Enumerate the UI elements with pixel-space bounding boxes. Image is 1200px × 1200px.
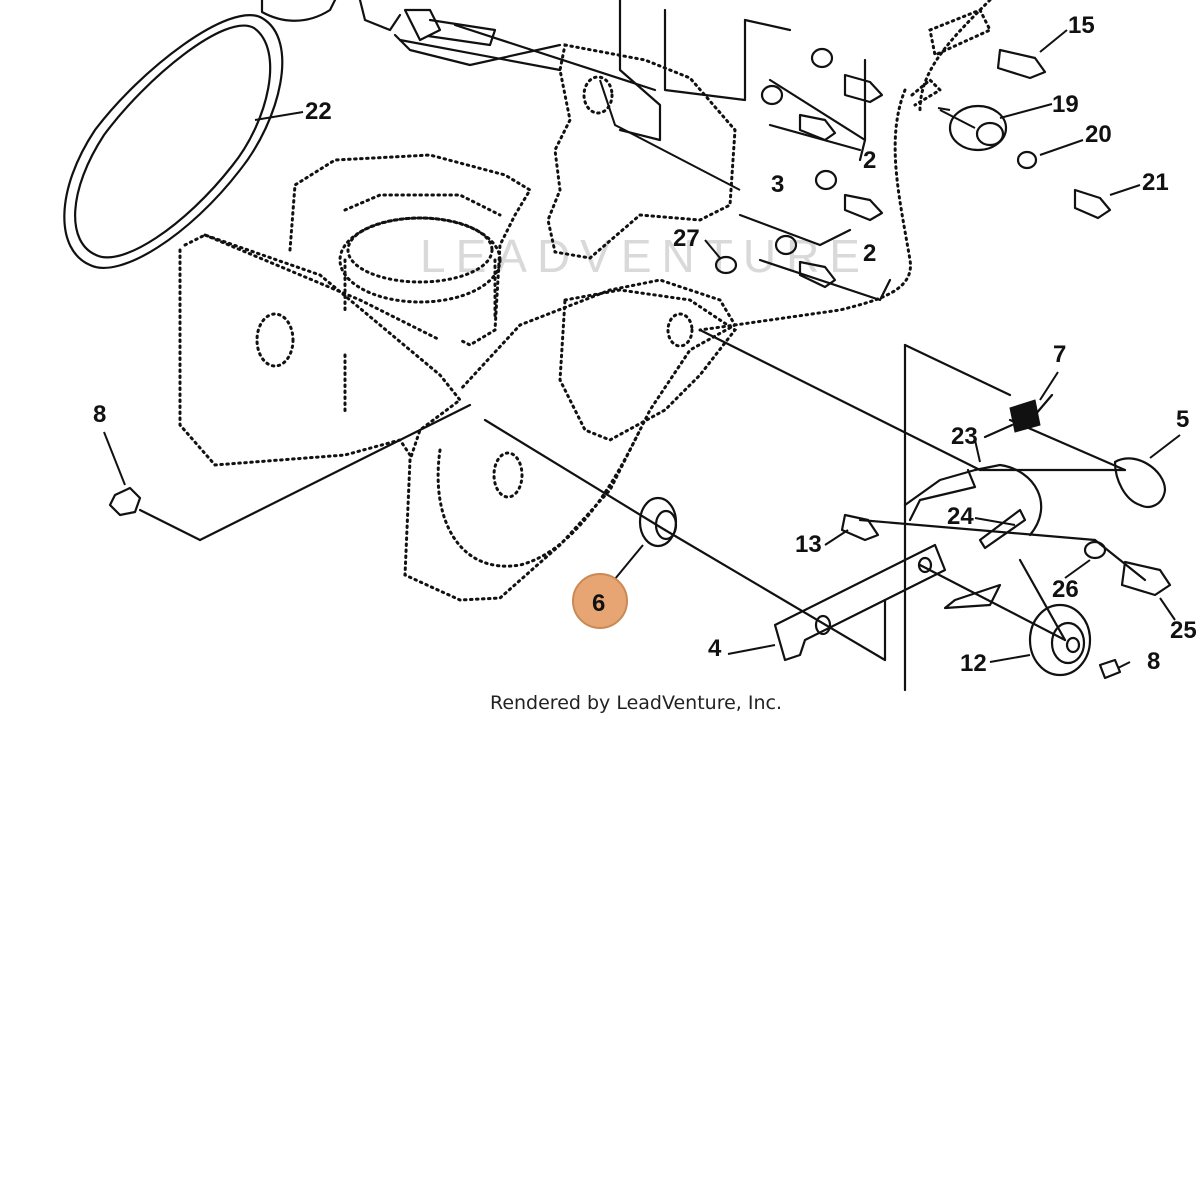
callout-23[interactable]: 23 — [951, 423, 978, 450]
callout-labels: 15 19 20 21 22 2 3 2 27 7 5 23 8 24 13 2… — [93, 12, 1197, 677]
callout-6[interactable]: 6 — [592, 590, 605, 617]
callout-8-left[interactable]: 8 — [93, 401, 106, 428]
callout-26[interactable]: 26 — [1052, 576, 1079, 603]
nut-8-left — [108, 486, 142, 517]
upper-hardware — [714, 47, 884, 289]
callout-3[interactable]: 3 — [771, 171, 784, 198]
pulley-12 — [1028, 603, 1122, 680]
drive-belt — [63, 14, 284, 269]
spring-assembly — [903, 393, 1167, 610]
pulley-cover — [558, 288, 738, 442]
lower-right-hardware — [1083, 540, 1172, 597]
engine-fragment — [260, 0, 562, 67]
leader-lines — [103, 29, 1181, 669]
highlight-circle[interactable] — [572, 573, 628, 629]
right-hardware — [937, 48, 1112, 220]
callout-15[interactable]: 15 — [1068, 12, 1095, 39]
callout-22[interactable]: 22 — [305, 98, 332, 125]
callout-20[interactable]: 20 — [1085, 121, 1112, 148]
callout-24[interactable]: 24 — [947, 503, 974, 530]
callout-4[interactable]: 4 — [708, 635, 722, 662]
callout-5[interactable]: 5 — [1176, 406, 1189, 433]
callout-19[interactable]: 19 — [1052, 91, 1079, 118]
callout-2-lower[interactable]: 2 — [863, 240, 876, 267]
callout-27[interactable]: 27 — [673, 225, 700, 252]
callout-21[interactable]: 21 — [1142, 169, 1169, 196]
chute-base — [288, 153, 533, 347]
callout-7[interactable]: 7 — [1053, 341, 1066, 368]
callout-2-upper[interactable]: 2 — [863, 147, 876, 174]
upper-bracket — [546, 43, 741, 260]
shaft-lines — [138, 0, 1147, 692]
watermark-text: LEADVENTURE — [420, 230, 870, 282]
pulley-6 — [638, 496, 678, 548]
idler-bracket — [773, 513, 947, 662]
callout-25[interactable]: 25 — [1170, 617, 1197, 644]
callout-8-right[interactable]: 8 — [1147, 648, 1160, 675]
auger-housing — [178, 233, 738, 602]
callout-12[interactable]: 12 — [960, 650, 987, 677]
callout-13[interactable]: 13 — [795, 531, 822, 558]
support-bar — [698, 0, 993, 332]
credit-line: Rendered by LeadVenture, Inc. — [489, 692, 783, 714]
